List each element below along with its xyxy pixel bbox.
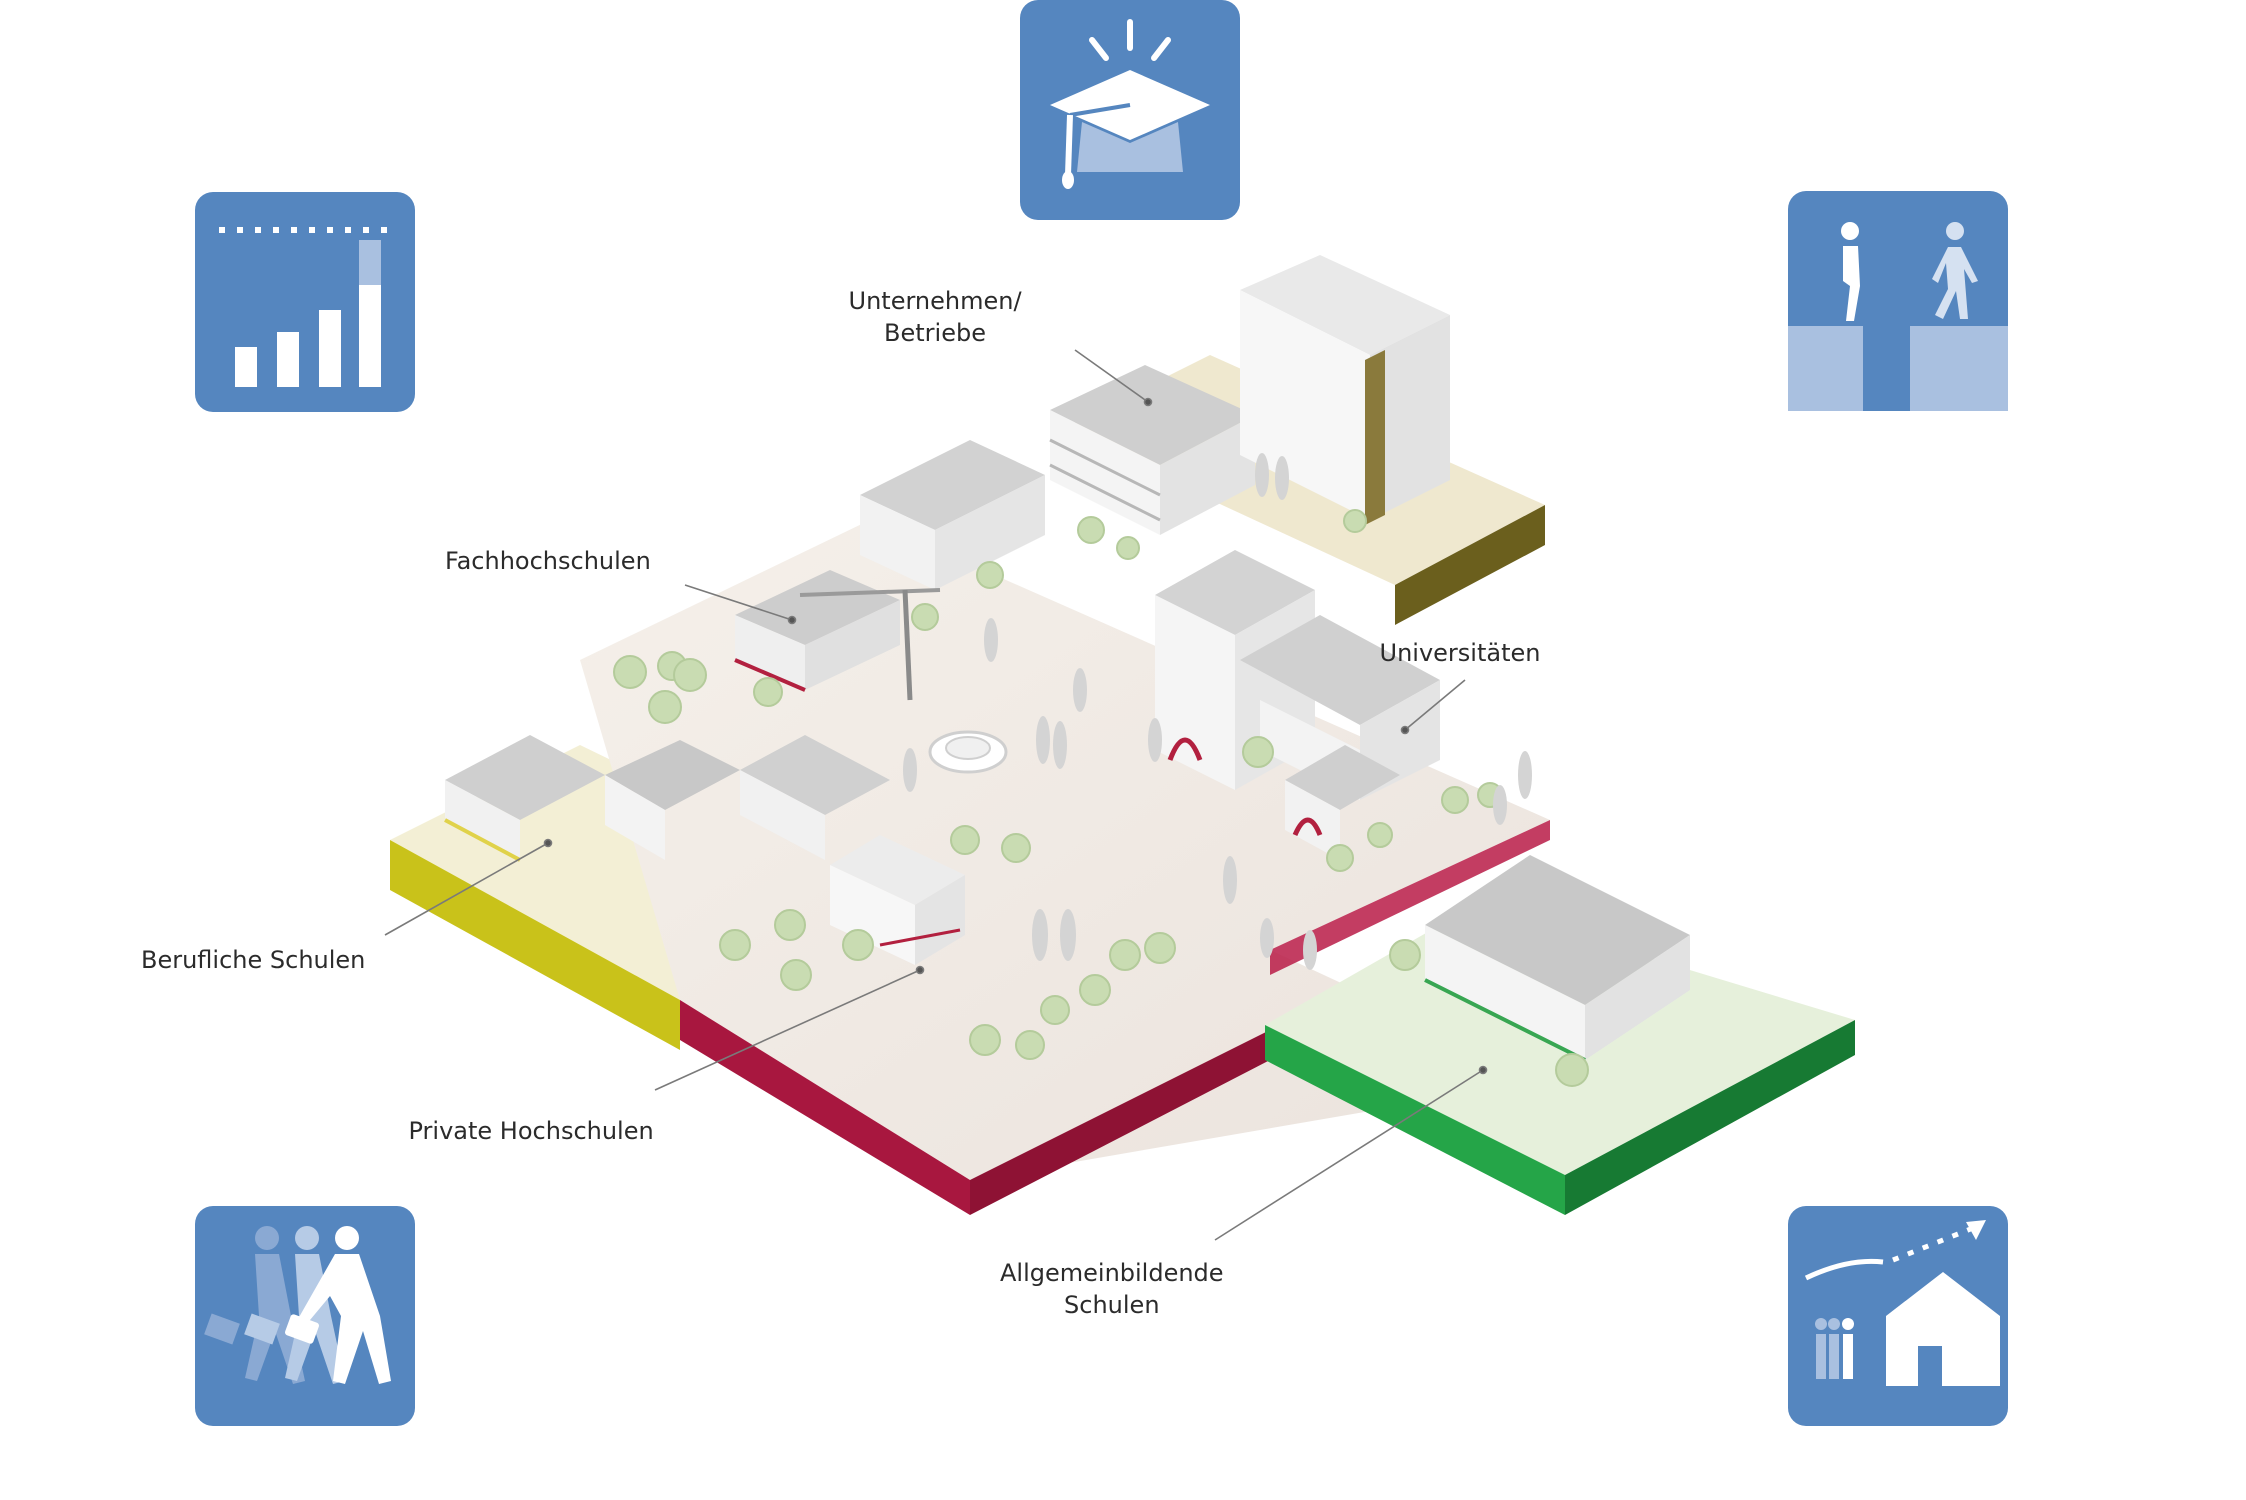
factory-building	[1240, 255, 1450, 525]
vocational-school-buildings	[444, 735, 890, 862]
label-allgemeinbildende-line2: Schulen	[1064, 1291, 1160, 1319]
bar-chart-growth-icon	[195, 192, 415, 412]
label-fachhochschulen: Fachhochschulen	[445, 547, 651, 575]
label-allgemeinbildende-schulen: Allgemeinbildende Schulen	[1000, 1257, 1224, 1321]
general-school-building	[1424, 855, 1690, 1062]
plaza-fountain	[928, 730, 1008, 774]
migration-home-icon	[1788, 1206, 2008, 1426]
applied-sciences-buildings	[734, 440, 1045, 701]
university-buildings	[1155, 550, 1440, 860]
private-university-building	[830, 835, 965, 965]
label-unternehmen: Unternehmen/ Betriebe	[849, 285, 1022, 349]
gap-crossing-icon	[1788, 191, 2008, 411]
label-unternehmen-line1: Unternehmen/	[848, 287, 1022, 315]
leader-lines	[384, 349, 1488, 1241]
label-universitaeten: Universitäten	[1379, 639, 1541, 667]
label-berufliche-schulen: Berufliche Schulen	[141, 946, 366, 974]
label-private-hochschulen: Private Hochschulen	[408, 1117, 654, 1145]
commuting-people-icon	[195, 1206, 415, 1426]
label-allgemeinbildende-line1: Allgemeinbildende	[1000, 1259, 1224, 1287]
label-unternehmen-line2: Betriebe	[884, 319, 986, 347]
company-office-building	[1049, 365, 1255, 535]
people-figures	[903, 453, 1532, 970]
graduation-cap-icon	[1020, 0, 1240, 220]
